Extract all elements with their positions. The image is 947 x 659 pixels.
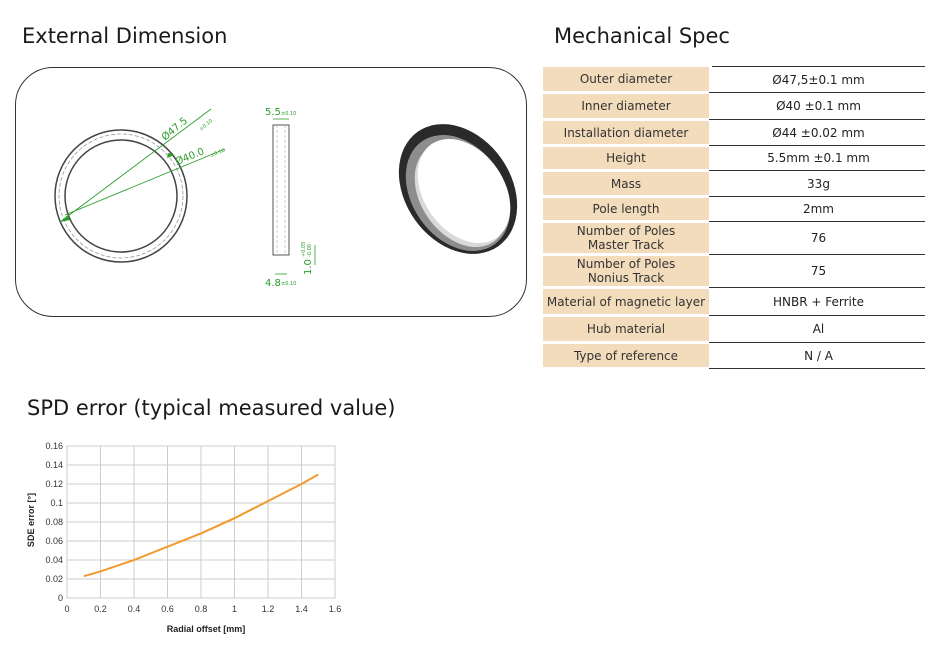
width-bottom-tolerance: ±0.10 xyxy=(281,281,296,287)
spec-value: 75 xyxy=(712,254,925,288)
outer-diameter-tolerance: ±0.10 xyxy=(198,118,214,132)
spec-value: Ø44 ±0.02 mm xyxy=(712,119,925,146)
x-tick-label: 0.4 xyxy=(128,604,141,614)
inner-diameter-label: Ø40.0 xyxy=(174,145,206,167)
spec-separator xyxy=(709,145,712,171)
spec-label: Number of Poles Nonius Track xyxy=(543,254,709,289)
spec-separator xyxy=(709,342,712,369)
x-tick-label: 1 xyxy=(232,604,237,614)
x-tick-label: 1.6 xyxy=(329,604,342,614)
spec-label: Number of Poles Master Track xyxy=(543,221,709,256)
external-dimension-title: External Dimension xyxy=(22,24,228,48)
width-top-label: 5.5 xyxy=(265,107,281,118)
y-tick-label: 0.02 xyxy=(45,574,63,584)
spec-separator xyxy=(709,287,712,316)
dimension-drawing: Ø47.5 ±0.10 Ø40.0 ±0.10 5.5 ±0.10 4.8 ±0… xyxy=(54,107,518,289)
spec-label: Pole length xyxy=(543,196,709,223)
spec-label: Inner diameter xyxy=(543,92,709,121)
x-axis-label: Radial offset [mm] xyxy=(167,624,246,634)
spec-separator xyxy=(709,315,712,343)
spec-separator xyxy=(709,66,712,93)
spec-value: 2mm xyxy=(712,196,925,222)
y-tick-label: 0 xyxy=(58,593,63,603)
spec-value: Al xyxy=(712,315,925,343)
spec-label: Outer diameter xyxy=(543,66,709,94)
x-tick-label: 0.2 xyxy=(94,604,107,614)
spec-value: 5.5mm ±0.1 mm xyxy=(712,145,925,171)
series-line xyxy=(83,473,319,578)
spec-separator xyxy=(709,119,712,146)
width-top-tolerance: ±0.10 xyxy=(281,111,296,117)
height-label: 1.0 xyxy=(303,259,314,275)
ring-side-view: 5.5 ±0.10 4.8 ±0.10 1.0 +0.05 -0.00 xyxy=(265,107,316,289)
x-tick-label: 1.2 xyxy=(262,604,275,614)
spec-separator xyxy=(709,92,712,120)
x-tick-label: 0 xyxy=(64,604,69,614)
spec-label: Height xyxy=(543,145,709,172)
spec-label: Mass xyxy=(543,170,709,198)
spd-error-chart: 0 0.2 0.4 0.6 0.8 1 1.2 1.4 1.6 0 0.02 0.04 0.06 0.0… xyxy=(26,441,341,634)
spec-separator xyxy=(709,170,712,197)
y-axis-ticks: 0 0.02 0.04 0.06 0.08 0.1 0.12 0.14 0.16 xyxy=(45,441,63,603)
spec-value: Ø40 ±0.1 mm xyxy=(712,92,925,120)
spec-separator xyxy=(709,254,712,288)
y-axis-label: SDE error [°] xyxy=(26,493,36,547)
spec-value: N / A xyxy=(712,342,925,369)
mechanical-spec-title: Mechanical Spec xyxy=(554,24,730,48)
height-tolerance-plus: +0.05 xyxy=(301,242,307,257)
height-tolerance-minus: -0.00 xyxy=(307,244,313,257)
ring-3d-view xyxy=(398,124,518,254)
y-tick-label: 0.16 xyxy=(45,441,63,451)
y-tick-label: 0.08 xyxy=(45,517,63,527)
y-tick-label: 0.12 xyxy=(45,479,63,489)
spec-value: 76 xyxy=(712,221,925,255)
inner-diameter-tolerance: ±0.10 xyxy=(210,148,226,159)
spec-label: Type of reference xyxy=(543,342,709,370)
spec-label: Hub material xyxy=(543,315,709,344)
ring-front-view: Ø47.5 ±0.10 Ø40.0 ±0.10 xyxy=(54,108,226,263)
y-tick-label: 0.04 xyxy=(45,555,63,565)
y-tick-label: 0.1 xyxy=(50,498,63,508)
width-bottom-label: 4.8 xyxy=(265,278,281,289)
spec-value: HNBR + Ferrite xyxy=(712,287,925,316)
y-tick-label: 0.14 xyxy=(45,460,63,470)
x-tick-label: 0.6 xyxy=(161,604,174,614)
x-tick-label: 0.8 xyxy=(195,604,208,614)
spec-value: Ø47,5±0.1 mm xyxy=(712,66,925,93)
x-axis-ticks: 0 0.2 0.4 0.6 0.8 1 1.2 1.4 1.6 xyxy=(64,604,341,614)
spec-value: 33g xyxy=(712,170,925,197)
spec-label: Installation diameter xyxy=(543,119,709,147)
outer-diameter-label: Ø47.5 xyxy=(159,115,190,144)
spec-separator xyxy=(709,196,712,222)
x-tick-label: 1.4 xyxy=(295,604,308,614)
y-tick-label: 0.06 xyxy=(45,536,63,546)
spd-error-title: SPD error (typical measured value) xyxy=(27,396,396,420)
spec-label: Material of magnetic layer xyxy=(543,287,709,317)
spec-separator xyxy=(709,221,712,255)
chart-grid xyxy=(66,445,336,599)
